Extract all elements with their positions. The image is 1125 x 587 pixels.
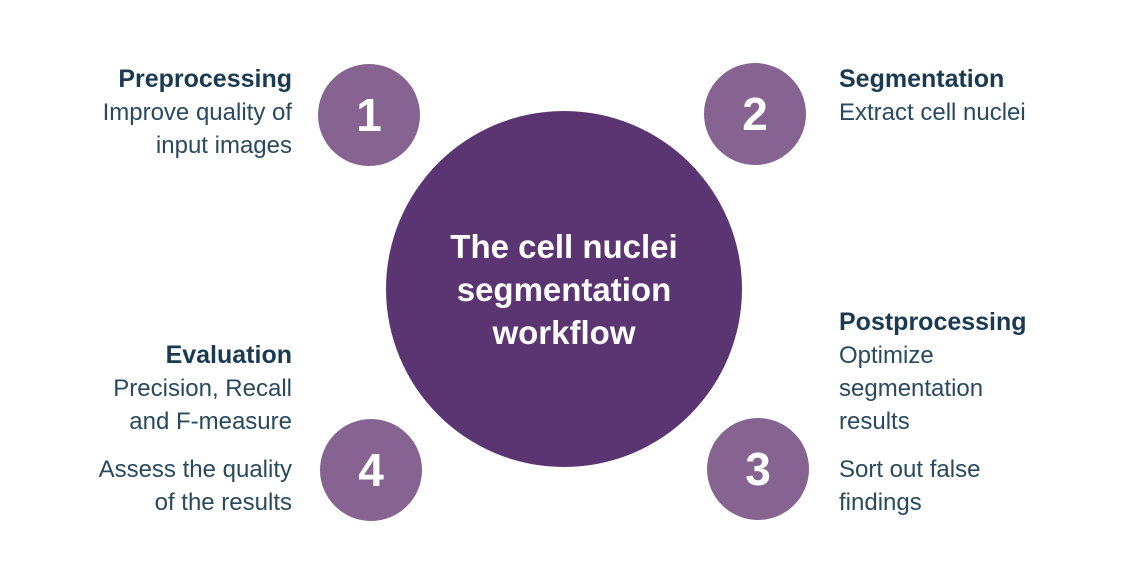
center-circle: The cell nuclei segmentation workflow [386,111,742,467]
step-1-description: Improve quality of input images [102,99,292,159]
step-4-title: Evaluation [165,341,292,369]
step-3-text: Postprocessing Optimize segmentation res… [839,306,1099,519]
step-4-circle: 4 [320,419,422,521]
step-1-title: Preprocessing [118,65,292,93]
step-3-description-2: Sort out false findings [839,456,981,516]
step-4-description-2: Assess the quality of the results [98,456,292,516]
step-4-description: Precision, Recall and F-measure [113,375,292,435]
step-1-circle: 1 [318,64,420,166]
center-title: The cell nuclei segmentation workflow [450,227,678,351]
step-2-title: Segmentation [839,65,1005,93]
step-2-text: Segmentation Extract cell nuclei [839,63,1119,129]
step-4-number: 4 [358,444,384,496]
step-2-number: 2 [742,88,768,140]
step-3-circle: 3 [707,418,809,520]
step-1-number: 1 [356,89,382,141]
step-3-title: Postprocessing [839,308,1027,336]
step-2-description: Extract cell nuclei [839,99,1026,126]
step-4-text: Evaluation Precision, Recall and F-measu… [12,339,292,519]
step-3-number: 3 [745,443,771,495]
step-1-text: Preprocessing Improve quality of input i… [12,63,292,162]
step-2-circle: 2 [704,63,806,165]
step-3-description: Optimize segmentation results [839,342,984,435]
